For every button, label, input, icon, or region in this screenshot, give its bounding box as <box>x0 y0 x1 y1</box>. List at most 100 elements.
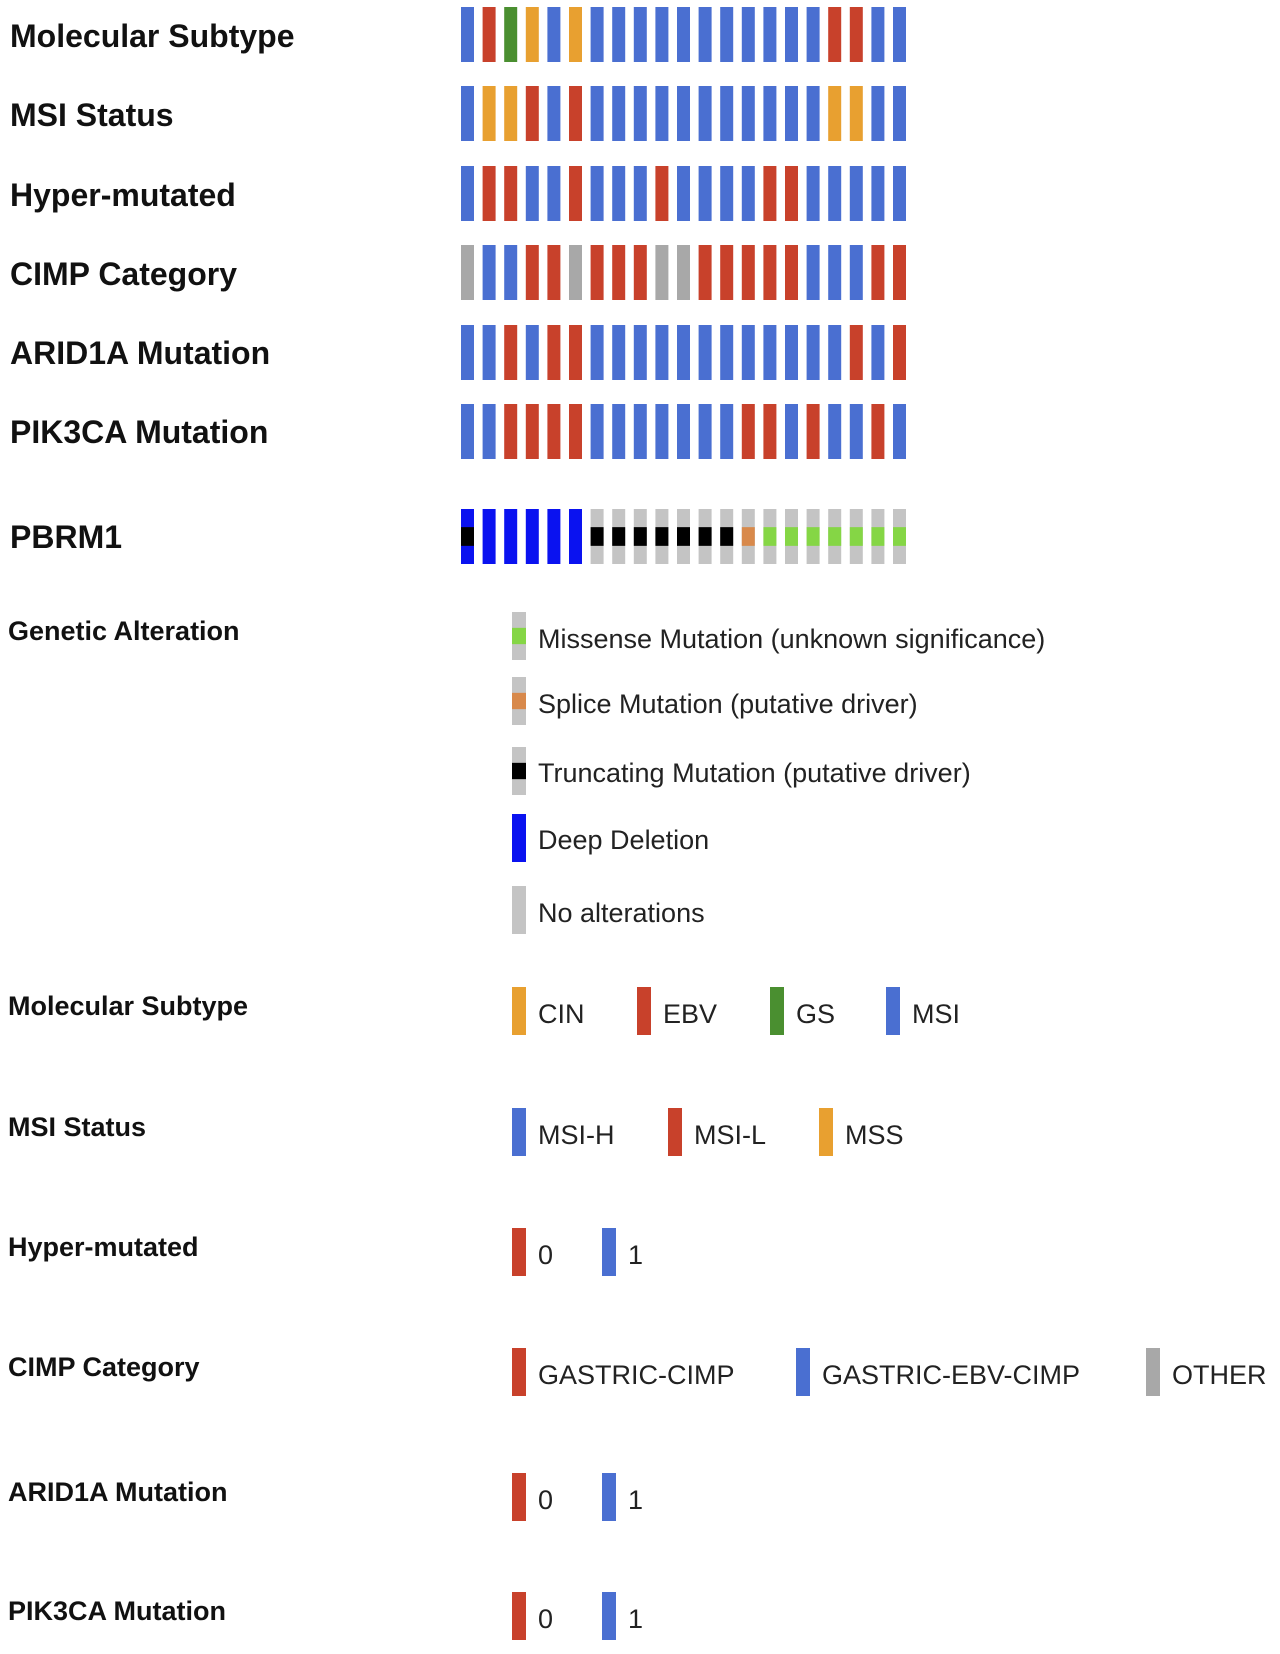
cell-pik3ca-mutation-7 <box>590 404 604 459</box>
cell-hyper-mutated-9 <box>633 166 647 221</box>
cell-hyper-mutated-12 <box>698 166 712 221</box>
cell-pik3ca-mutation-20 <box>871 404 885 459</box>
legend-label-truncating: Truncating Mutation (putative driver) <box>538 758 971 788</box>
cell-molecular-subtype-8 <box>612 7 626 62</box>
cell-arid1a-mutation-16 <box>785 325 798 380</box>
cell-cimp-category-9 <box>633 245 647 300</box>
cell-arid1a-mutation-4 <box>525 325 539 380</box>
cell-msi-status-4 <box>525 86 539 141</box>
cell-msi-status-20 <box>871 86 885 141</box>
cell-hyper-mutated-7 <box>590 166 604 221</box>
track-label-msi-status: MSI Status <box>10 97 174 133</box>
cell-cimp-category-7 <box>590 245 604 300</box>
cell-pik3ca-mutation-18 <box>828 404 842 459</box>
cell-pik3ca-mutation-1 <box>461 404 474 459</box>
legend-swatch-molecular-subtype-cin <box>512 987 526 1035</box>
cell-pbrm1-6 <box>569 509 582 564</box>
legend-swatch-cimp-category-other <box>1146 1348 1160 1396</box>
cell-pik3ca-mutation-17 <box>806 404 820 459</box>
legend-swatch-truncating-mark <box>512 762 526 780</box>
cell-pbrm1-10-mark <box>655 527 669 546</box>
cell-hyper-mutated-18 <box>828 166 842 221</box>
cell-arid1a-mutation-3 <box>504 325 518 380</box>
cell-pbrm1-3 <box>504 509 518 564</box>
legend-label-hyper-mutated-1: 1 <box>628 1240 643 1270</box>
cell-msi-status-16 <box>785 86 798 141</box>
cell-molecular-subtype-21 <box>893 7 906 62</box>
cell-msi-status-3 <box>504 86 518 141</box>
cell-cimp-category-3 <box>504 245 518 300</box>
cell-cimp-category-2 <box>482 245 496 300</box>
cell-cimp-category-15 <box>763 245 777 300</box>
cell-molecular-subtype-10 <box>655 7 669 62</box>
cell-msi-status-9 <box>633 86 647 141</box>
cell-msi-status-18 <box>828 86 842 141</box>
legend-label-molecular-subtype-ebv: EBV <box>663 999 717 1029</box>
cell-hyper-mutated-10 <box>655 166 669 221</box>
cell-hyper-mutated-19 <box>849 166 863 221</box>
cell-msi-status-2 <box>482 86 496 141</box>
cell-arid1a-mutation-9 <box>633 325 647 380</box>
cell-pik3ca-mutation-21 <box>893 404 906 459</box>
cell-pbrm1-19-mark <box>849 527 863 546</box>
cell-pik3ca-mutation-19 <box>849 404 863 459</box>
cell-msi-status-13 <box>720 86 734 141</box>
legend-label-missense: Missense Mutation (unknown significance) <box>538 624 1045 654</box>
cell-hyper-mutated-14 <box>741 166 755 221</box>
cell-molecular-subtype-3 <box>504 7 518 62</box>
cell-msi-status-15 <box>763 86 777 141</box>
cell-arid1a-mutation-1 <box>461 325 474 380</box>
cell-msi-status-1 <box>461 86 474 141</box>
cell-arid1a-mutation-2 <box>482 325 496 380</box>
cell-hyper-mutated-2 <box>482 166 496 221</box>
legend-title-pik3ca-mutation: PIK3CA Mutation <box>8 1596 226 1626</box>
track-label-hyper-mutated: Hyper-mutated <box>10 177 236 213</box>
cell-cimp-category-12 <box>698 245 712 300</box>
cell-cimp-category-5 <box>547 245 561 300</box>
cell-cimp-category-21 <box>893 245 906 300</box>
cell-molecular-subtype-1 <box>461 7 474 62</box>
cell-msi-status-7 <box>590 86 604 141</box>
cell-hyper-mutated-16 <box>785 166 798 221</box>
cell-msi-status-5 <box>547 86 561 141</box>
legend-swatch-pik3ca-mutation-0 <box>512 1592 526 1640</box>
cell-pik3ca-mutation-11 <box>677 404 690 459</box>
legend-swatch-cimp-category-gastric-ebv-cimp <box>796 1348 810 1396</box>
legend-title-cimp-category: CIMP Category <box>8 1352 200 1382</box>
track-label-pbrm1: PBRM1 <box>10 519 122 555</box>
cell-cimp-category-8 <box>612 245 626 300</box>
legend-swatch-molecular-subtype-msi <box>886 987 900 1035</box>
cell-pik3ca-mutation-9 <box>633 404 647 459</box>
cell-msi-status-6 <box>569 86 582 141</box>
cell-hyper-mutated-3 <box>504 166 518 221</box>
legend-label-none: No alterations <box>538 898 705 928</box>
cell-molecular-subtype-9 <box>633 7 647 62</box>
cell-pik3ca-mutation-8 <box>612 404 626 459</box>
legend-swatch-missense-mark <box>512 627 526 645</box>
legend-label-molecular-subtype-gs: GS <box>796 999 835 1029</box>
cell-arid1a-mutation-21 <box>893 325 906 380</box>
cell-msi-status-21 <box>893 86 906 141</box>
legend-swatch-splice-mark <box>512 692 526 710</box>
legend-label-cimp-category-other: OTHER <box>1172 1360 1267 1390</box>
cell-molecular-subtype-18 <box>828 7 842 62</box>
cell-msi-status-10 <box>655 86 669 141</box>
legend-label-hyper-mutated-0: 0 <box>538 1240 553 1270</box>
cell-hyper-mutated-1 <box>461 166 474 221</box>
legend-label-cimp-category-gastric-ebv-cimp: GASTRIC-EBV-CIMP <box>822 1360 1080 1390</box>
cell-arid1a-mutation-5 <box>547 325 561 380</box>
cell-molecular-subtype-20 <box>871 7 885 62</box>
cell-pbrm1-16-mark <box>785 527 798 546</box>
cell-arid1a-mutation-20 <box>871 325 885 380</box>
cell-molecular-subtype-19 <box>849 7 863 62</box>
cell-molecular-subtype-6 <box>569 7 582 62</box>
cell-arid1a-mutation-14 <box>741 325 755 380</box>
cell-pik3ca-mutation-2 <box>482 404 496 459</box>
cell-molecular-subtype-15 <box>763 7 777 62</box>
cell-cimp-category-16 <box>785 245 798 300</box>
legend-label-pik3ca-mutation-0: 0 <box>538 1604 553 1634</box>
legend-label-molecular-subtype-msi: MSI <box>912 999 960 1029</box>
legend-swatch-molecular-subtype-ebv <box>637 987 651 1035</box>
cell-molecular-subtype-11 <box>677 7 690 62</box>
